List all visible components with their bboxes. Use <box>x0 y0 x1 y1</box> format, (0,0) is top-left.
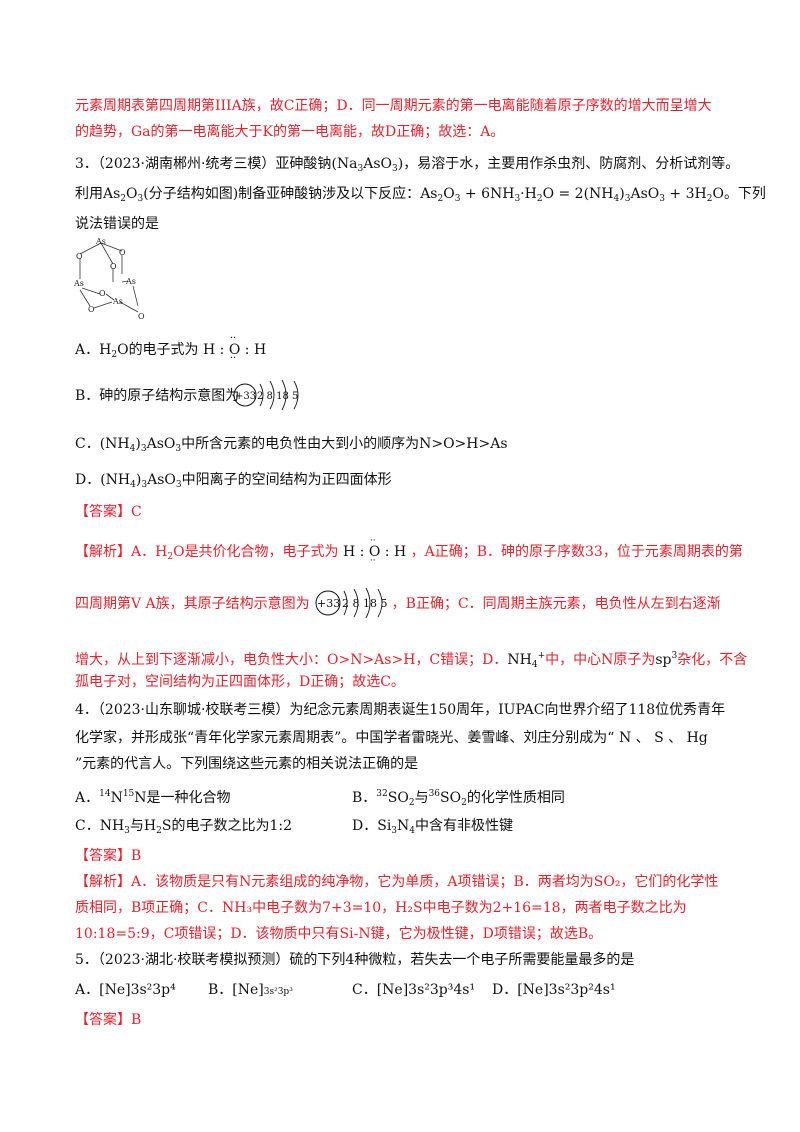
as-label: As <box>112 297 123 306</box>
o-label: O <box>138 312 145 321</box>
q5-option-a: A．[Ne]3s²3p⁴ <box>75 982 176 998</box>
prev-explanation-line1: 元素周期表第四周期第IIIA族，故C正确；D．同一周期元素的第一电离能随着原子序… <box>75 98 712 114</box>
q4-stem-line3: ”元素的代言人。下列围绕这些元素的相关说法正确的是 <box>75 756 419 772</box>
q3-explanation-line2: 四周期第V A族，其原子结构示意图为，B正确；C．同周期主族元素，电负性从左到右… <box>75 596 721 612</box>
q4-option-a: A．14N15N是一种化合物 <box>75 789 231 806</box>
o-label: O <box>76 252 83 261</box>
q4-explanation-line2: 质相同，B项正确；C．NH₃中电子数为7+3=10，H₂S中电子数为2+16=1… <box>75 900 687 916</box>
q3-explanation-line1: 【解析】A．H2O是共价化合物，电子式为 H : ··O·· : H ，A正确；… <box>75 536 743 566</box>
q4-stem-line2: 化学家，并形成张“青年化学家元素周期表”。中国学者雷晓光、姜雪峰、刘庄分别成为“… <box>75 730 708 746</box>
q3-option-c: C．(NH4)3AsO3中所含元素的电负性由大到小的顺序为N>O>H>As <box>75 436 508 454</box>
q4-explanation-line3: 10:18=5:9，C项错误；D．该物质中只有Si-N键，它为极性键，D项错误；… <box>75 926 603 942</box>
q3-stem-line2: 利用As2O3(分子结构如图)制备亚砷酸钠涉及以下反应：As2O3 + 6NH3… <box>75 186 766 204</box>
q5-option-b: B．[Ne]3s²3p³ <box>208 982 293 998</box>
as-atom-structure-option-b: +33 2 8 18 5 <box>233 379 299 411</box>
o-label: O <box>110 262 117 271</box>
q4-answer: 【答案】B <box>75 848 142 864</box>
nucleus-label: +33 <box>317 597 340 610</box>
nucleus-label: +33 <box>235 391 256 402</box>
q3-option-d: D．(NH4)3AsO3中阳离子的空间结构为正四面体形 <box>75 472 392 490</box>
as-label: As <box>73 279 84 288</box>
as-label: As <box>125 277 136 286</box>
as-label: As <box>95 237 106 246</box>
q3-answer: 【答案】C <box>75 504 142 520</box>
o-label: O <box>88 305 95 314</box>
q4-option-b: B．32SO2与36SO2的化学性质相同 <box>352 789 565 808</box>
q4-option-d: D．Si3N4中含有非极性键 <box>352 818 514 836</box>
q5-option-c: C．[Ne]3s²3p³4s¹ <box>352 982 476 998</box>
q5-answer: 【答案】B <box>75 1012 142 1028</box>
q5-stem: 5．（2023·湖北·校联考模拟预测）硫的下列4种微粒，若失去一个电子所需要能量… <box>75 952 635 968</box>
q3-option-b: B．砷的原子结构示意图为 <box>75 388 240 404</box>
q3-stem-line3: 说法错误的是 <box>75 216 159 232</box>
q3-option-a: A．H2O的电子式为 H : ··O·· : H <box>75 333 267 364</box>
q4-explanation-line1: 【解析】A．该物质是只有N元素组成的纯净物，它为单质，A项错误；B．两者均为SO… <box>75 874 719 890</box>
q4-stem-line1: 4．（2023·山东聊城·校联考三模）为纪念元素周期表诞生150周年，IUPAC… <box>75 702 726 718</box>
q5-option-d: D．[Ne]3s²3p²4s¹ <box>492 982 616 998</box>
o-label: O <box>119 248 126 257</box>
shell-electrons: 2 8 18 5 <box>257 391 298 402</box>
q3-stem-line1: 3．（2023·湖南郴州·统考三模）亚砷酸钠(Na3AsO3)，易溶于水，主要用… <box>75 156 740 174</box>
shell-electrons: 2 8 18 5 <box>342 597 387 610</box>
as2o3-structure-diagram: As O O O As As O As O O <box>73 237 145 321</box>
as-atom-structure-explanation: +33 2 8 18 5 <box>315 587 387 619</box>
prev-explanation-line2: 的趋势，Ga的第一电离能大于K的第一电离能，故D正确；故选：A。 <box>75 124 505 140</box>
q3-explanation-line4: 孤电子对，空间结构为正四面体形，D正确；故选C。 <box>75 674 405 690</box>
o-label: O <box>99 289 106 298</box>
q4-option-c: C．NH3与H2S的电子数之比为1:2 <box>75 818 292 836</box>
q3-explanation-line3: 增大，从上到下逐渐减小，电负性大小：O>N>As>H，C错误；D．NH4+中，中… <box>75 651 748 670</box>
